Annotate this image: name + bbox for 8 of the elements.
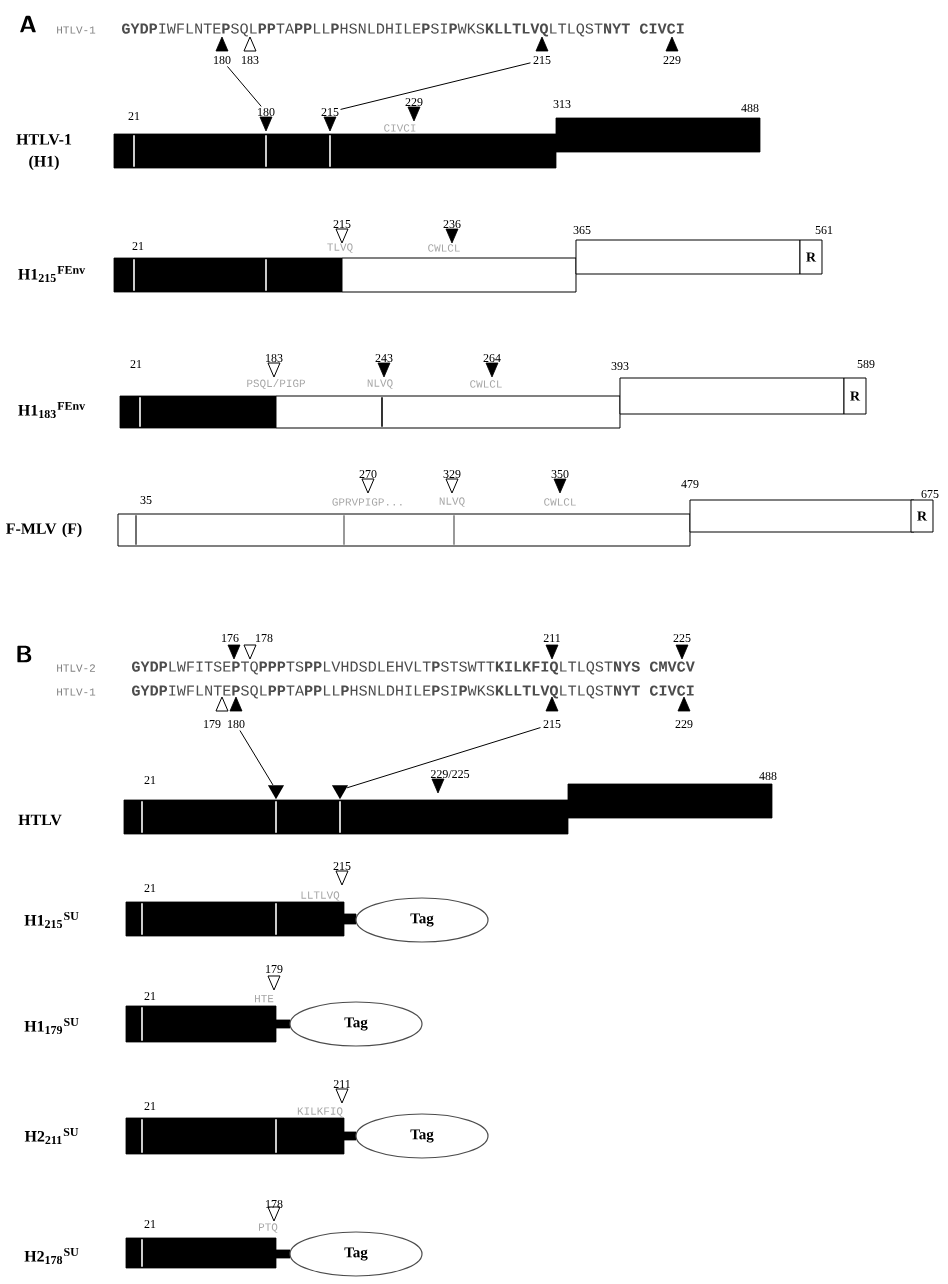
panel-letter: B xyxy=(17,645,32,663)
panel-letter: A xyxy=(20,15,36,33)
leader-line xyxy=(226,65,262,107)
leader-line xyxy=(340,62,531,110)
leader-line xyxy=(239,730,274,786)
cleavage-marker xyxy=(267,785,285,800)
cleavage-marker xyxy=(331,785,349,800)
leader-line xyxy=(346,727,541,789)
